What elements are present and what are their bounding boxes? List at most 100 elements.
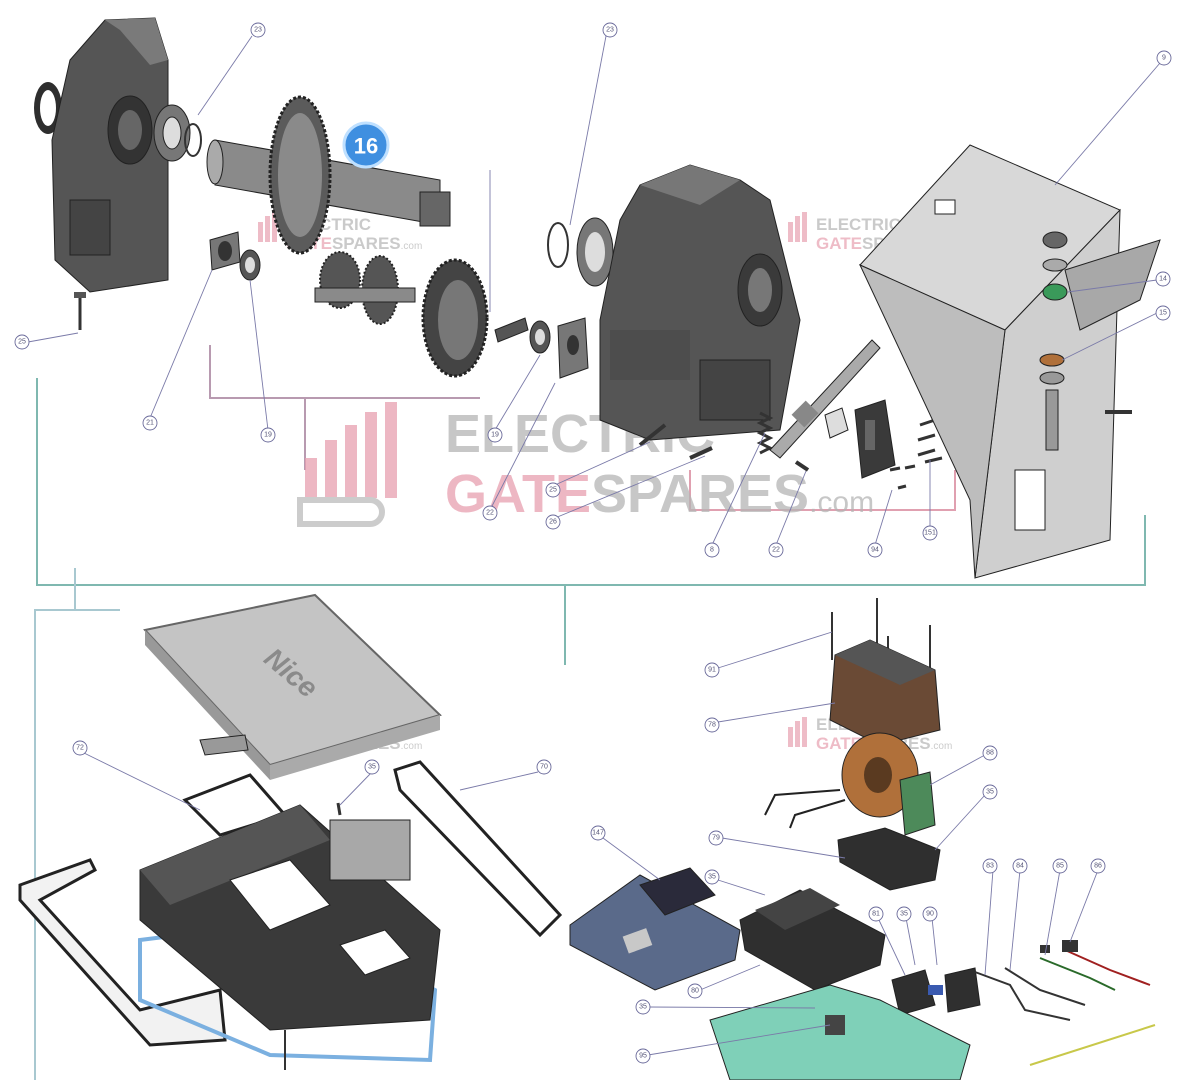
svg-text:86: 86 bbox=[1094, 863, 1102, 870]
svg-text:25: 25 bbox=[549, 487, 557, 494]
cam-block bbox=[824, 407, 849, 439]
bearing-block-mid bbox=[557, 317, 589, 379]
cables bbox=[974, 940, 1156, 1066]
board-holder-80 bbox=[739, 888, 886, 991]
callout-9: 9 bbox=[1156, 50, 1172, 66]
adjust-bolt bbox=[1039, 231, 1068, 451]
board-tray-79 bbox=[837, 827, 941, 891]
svg-text:151: 151 bbox=[924, 530, 936, 537]
svg-text:70: 70 bbox=[540, 764, 548, 771]
callout-15: 15 bbox=[1155, 305, 1171, 321]
callout-83: 83 bbox=[982, 858, 998, 874]
callout-35-d: 35 bbox=[896, 906, 912, 922]
pin bbox=[794, 460, 810, 472]
callout-86: 86 bbox=[1090, 858, 1106, 874]
watermark-logo-icon bbox=[297, 402, 397, 527]
bearing-left bbox=[153, 104, 191, 162]
callout-85: 85 bbox=[1052, 858, 1068, 874]
svg-text:22: 22 bbox=[772, 547, 780, 554]
output-shaft-gear bbox=[206, 95, 451, 255]
control-board-147 bbox=[569, 867, 741, 991]
green-base-plate bbox=[709, 984, 971, 1080]
callout-35-b: 35 bbox=[982, 784, 998, 800]
svg-text:35: 35 bbox=[368, 764, 376, 771]
oil-seal-left bbox=[34, 82, 62, 134]
callout-25-b: 25 bbox=[545, 482, 561, 498]
transformer-leads bbox=[764, 789, 846, 829]
svg-text:83: 83 bbox=[986, 863, 994, 870]
callout-95: 95 bbox=[635, 1048, 651, 1064]
callout-35-c: 35 bbox=[704, 869, 720, 885]
small-board-88 bbox=[899, 771, 936, 836]
callout-79: 79 bbox=[708, 830, 724, 846]
intermediate-gear bbox=[421, 258, 489, 378]
bearing-block-small bbox=[209, 231, 241, 271]
screw-35a bbox=[336, 802, 342, 816]
callout-88: 88 bbox=[982, 745, 998, 761]
svg-text:23: 23 bbox=[254, 27, 262, 34]
callout-23: 23 bbox=[250, 22, 266, 38]
callout-80: 80 bbox=[687, 983, 703, 999]
svg-text:85: 85 bbox=[1056, 863, 1064, 870]
svg-text:80: 80 bbox=[691, 988, 699, 995]
svg-text:84: 84 bbox=[1016, 863, 1024, 870]
callout-22: 22 bbox=[482, 505, 498, 521]
svg-text:147: 147 bbox=[592, 830, 604, 837]
cover-bracket bbox=[199, 734, 249, 756]
callout-70: 70 bbox=[536, 759, 552, 775]
side-panel-right bbox=[393, 760, 563, 938]
watermark-line2: GATESPARES.com bbox=[445, 464, 874, 524]
svg-text:15: 15 bbox=[1159, 310, 1167, 317]
svg-text:79: 79 bbox=[712, 835, 720, 842]
svg-text:22: 22 bbox=[486, 510, 494, 517]
svg-text:94: 94 bbox=[871, 547, 879, 554]
callout-90: 90 bbox=[922, 906, 938, 922]
gearbox-housing bbox=[599, 164, 801, 441]
watermark-large: ELECTRIC GATESPARES.com bbox=[297, 402, 874, 527]
svg-text:35: 35 bbox=[639, 1004, 647, 1011]
svg-text:25: 25 bbox=[18, 339, 26, 346]
callout-35: 35 bbox=[364, 759, 380, 775]
svg-text:ELECTRIC: ELECTRIC bbox=[816, 215, 901, 234]
heatsink bbox=[829, 639, 941, 746]
svg-text:35: 35 bbox=[900, 911, 908, 918]
callout-21: 21 bbox=[142, 415, 158, 431]
svg-text:19: 19 bbox=[491, 432, 499, 439]
callout-19-b: 19 bbox=[487, 427, 503, 443]
callout-91: 91 bbox=[704, 662, 720, 678]
svg-text:91: 91 bbox=[708, 667, 716, 674]
svg-text:78: 78 bbox=[708, 722, 716, 729]
callout-35-e: 35 bbox=[635, 999, 651, 1015]
svg-text:95: 95 bbox=[639, 1053, 647, 1060]
circlip-right bbox=[547, 222, 569, 268]
callout-14: 14 bbox=[1155, 271, 1171, 287]
svg-text:81: 81 bbox=[872, 911, 880, 918]
mounting-bracket bbox=[858, 144, 1161, 579]
spring bbox=[756, 411, 774, 455]
callout-26: 26 bbox=[545, 514, 561, 530]
svg-text:21: 21 bbox=[146, 420, 154, 427]
callout-81: 81 bbox=[868, 906, 884, 922]
callout-23-b: 23 bbox=[602, 22, 618, 38]
callout-94: 94 bbox=[867, 542, 883, 558]
svg-text:23: 23 bbox=[606, 27, 614, 34]
gearbox-cover bbox=[51, 17, 169, 330]
callout-72: 72 bbox=[72, 740, 88, 756]
svg-text:16: 16 bbox=[354, 134, 378, 159]
housing-screw bbox=[638, 423, 713, 460]
connector-81 bbox=[891, 967, 981, 1016]
callout-147: 147 bbox=[590, 825, 606, 841]
svg-text:88: 88 bbox=[986, 750, 994, 757]
main-housing bbox=[139, 804, 441, 1031]
circlip-left bbox=[184, 123, 202, 157]
callout-78: 78 bbox=[704, 717, 720, 733]
callout-25: 25 bbox=[14, 334, 30, 350]
callout-84: 84 bbox=[1012, 858, 1028, 874]
svg-text:26: 26 bbox=[549, 519, 557, 526]
svg-text:72: 72 bbox=[76, 745, 84, 752]
svg-text:9: 9 bbox=[1162, 55, 1166, 62]
bearing-mid bbox=[529, 320, 551, 354]
callout-22-b: 22 bbox=[768, 542, 784, 558]
group-lines bbox=[34, 236, 1146, 1080]
